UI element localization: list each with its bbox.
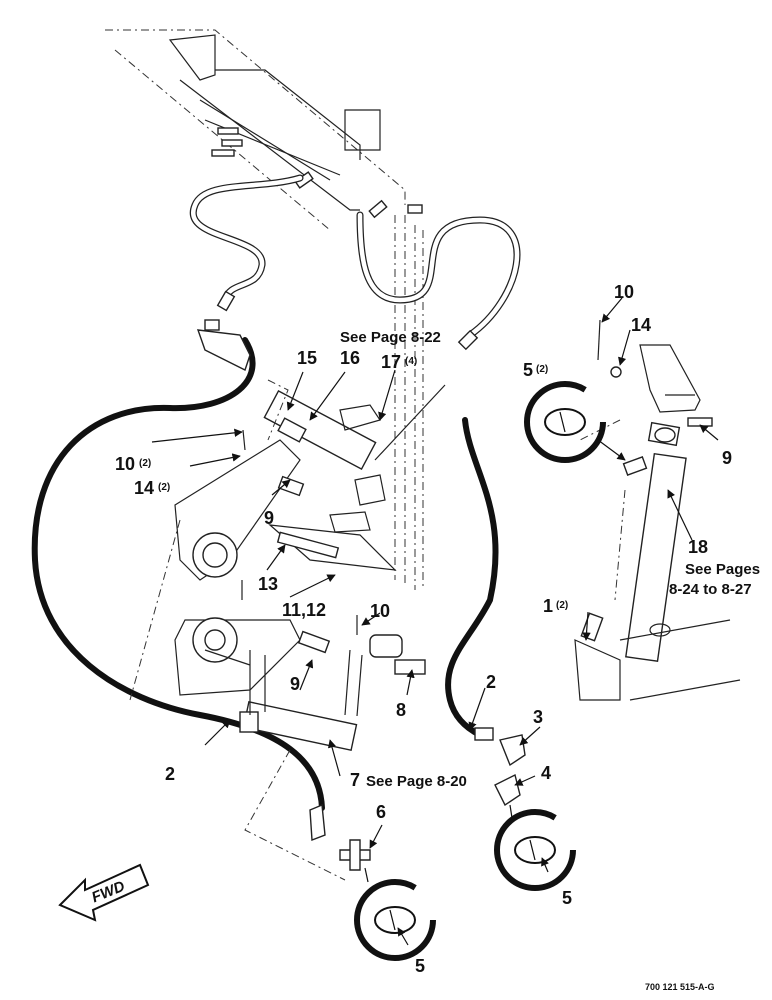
- callout-14-left-qty: (2): [158, 482, 170, 493]
- callout-5-lower: 5: [415, 956, 425, 976]
- callout-17-qty: (4): [405, 356, 417, 367]
- callout-2-left: 2: [165, 764, 175, 784]
- drawing-number: 700 121 515-A-G: [645, 982, 715, 992]
- forward-arrow: FWD: [58, 863, 150, 922]
- header-fittings: [211, 127, 423, 219]
- callout-9-right: 9: [722, 448, 732, 468]
- callout-10-right: 10: [614, 282, 634, 302]
- callout-6: 6: [376, 802, 386, 822]
- leader-lines: [151, 297, 719, 946]
- callout-10-left-qty: (2): [139, 458, 151, 469]
- callout-15: 15: [297, 348, 317, 368]
- callout-4: 4: [541, 763, 551, 783]
- detail-circle-lower: [354, 867, 436, 961]
- callout-16: 16: [340, 348, 360, 368]
- callout-1-qty: (2): [556, 600, 568, 611]
- callout-11-12: 11,12: [282, 600, 326, 620]
- callout-17: 17: [381, 352, 401, 372]
- callout-labels: 1 (2) 2 2 3 4 5 (2) 5 5 6 7 See Page 8-2…: [115, 282, 760, 976]
- callout-13: 13: [258, 574, 278, 594]
- central-mechanism: [129, 379, 446, 881]
- lift-cylinder-assembly: [574, 319, 741, 701]
- callout-7: 7: [350, 770, 360, 790]
- header-frame: [105, 29, 424, 590]
- callout-10-left: 10: [115, 454, 135, 474]
- see-pages-range: 8-24 to 8-27: [669, 581, 752, 598]
- callout-9-lower: 9: [290, 674, 300, 694]
- callout-3: 3: [533, 707, 543, 727]
- see-page-8-22: See Page 8-22: [340, 329, 441, 346]
- callout-18: 18: [688, 537, 708, 557]
- callout-8: 8: [396, 700, 406, 720]
- callout-5-upper-qty: (2): [536, 364, 548, 375]
- callout-14-right: 14: [631, 315, 651, 335]
- callout-14-left: 14: [134, 478, 154, 498]
- see-pages-label: See Pages: [685, 561, 760, 578]
- see-page-8-20: See Page 8-20: [366, 773, 467, 790]
- upper-hoses: [189, 174, 521, 351]
- detail-circle-upper: [524, 381, 626, 463]
- callout-5-middle: 5: [562, 888, 572, 908]
- fittings: [339, 734, 526, 871]
- callout-5-upper: 5: [523, 360, 533, 380]
- callout-1: 1: [543, 596, 553, 616]
- callout-2-right: 2: [486, 672, 496, 692]
- detail-circle-middle: [494, 804, 576, 891]
- callout-9-upper: 9: [264, 508, 274, 528]
- callout-10-center: 10: [370, 601, 390, 621]
